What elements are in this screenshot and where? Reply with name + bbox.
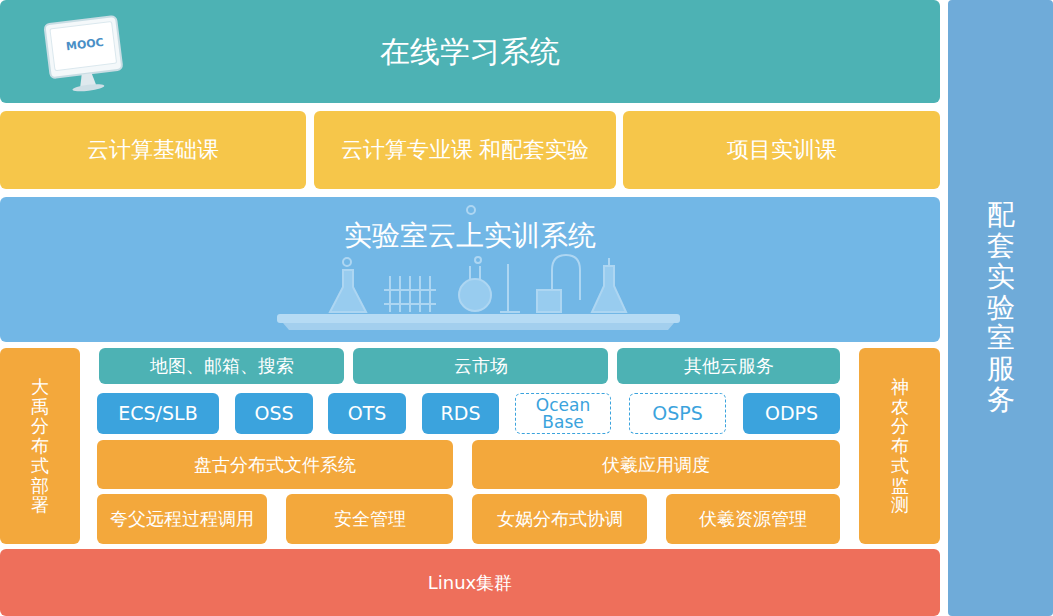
- lab-glassware-illustration-part: [343, 258, 351, 266]
- product-box-dashed: OSPS: [629, 393, 726, 434]
- lab-glassware-illustration-part: [459, 279, 491, 311]
- lab-glassware-illustration-part: [399, 276, 401, 312]
- lab-glassware-illustration-part: [500, 311, 520, 313]
- product-box: RDS: [422, 393, 499, 434]
- node-text: OSS: [254, 402, 293, 425]
- lab-glassware-illustration-part: [384, 303, 436, 305]
- lab-glassware-illustration-part: [419, 276, 421, 312]
- node-text: 伏羲应用调度: [602, 454, 710, 476]
- node-text: 伏羲资源管理: [699, 508, 807, 530]
- core-module-box: 女娲分布式协调: [472, 494, 647, 544]
- lab-table-illustration: [277, 314, 680, 330]
- course-box: 云计算专业课 和配套实验: [314, 111, 616, 189]
- node-text: 云市场: [454, 355, 508, 377]
- lab-glassware-illustration-part: [479, 266, 481, 280]
- product-box: OSS: [235, 393, 313, 434]
- course-box: 云计算基础课: [0, 111, 306, 189]
- node-text: 安全管理: [334, 508, 406, 530]
- lab-glassware-illustration-part: [384, 289, 436, 291]
- node-text: 云计算专业课 和配套实验: [341, 137, 590, 163]
- lab-table-illustration-part: [283, 323, 674, 330]
- node-text: ECS/SLB: [118, 402, 197, 425]
- lab-glassware-illustration-part: [330, 270, 366, 312]
- lab-service-column: 配套实验室服务: [948, 0, 1053, 616]
- node-text: 配套实验室服务: [987, 200, 1015, 416]
- node-text: 实验室云上实训系统: [344, 219, 596, 253]
- core-module-box: 伏羲资源管理: [666, 494, 840, 544]
- mooc-monitor-icon-part: [72, 83, 104, 93]
- node-text: OTS: [348, 402, 387, 425]
- node-text: 神农分布式监测: [891, 377, 909, 516]
- node-text: OSPS: [652, 402, 703, 425]
- core-module-box: 伏羲应用调度: [472, 440, 840, 489]
- lab-glassware-illustration-part: [592, 266, 626, 312]
- cluster-band: Linux集群: [0, 549, 940, 616]
- lab-system-band: 实验室云上实训系统: [0, 197, 940, 342]
- course-box: 项目实训课: [623, 111, 940, 189]
- node-text: 地图、邮箱、搜索: [150, 355, 294, 377]
- lab-glassware-illustration-part: [469, 266, 471, 280]
- node-text: 云计算基础课: [87, 137, 219, 163]
- node-text: ODPS: [765, 402, 818, 425]
- node-text: Linux集群: [428, 572, 513, 594]
- node-text: 夸父远程过程调用: [110, 508, 254, 530]
- monitor-column: 神农分布式监测: [859, 348, 940, 544]
- mooc-monitor-icon-part: [50, 21, 117, 70]
- product-box: ODPS: [743, 393, 840, 434]
- node-text: 其他云服务: [684, 355, 774, 377]
- node-text: 女娲分布式协调: [497, 508, 623, 530]
- node-text: Ocean Base: [520, 397, 606, 429]
- lab-glassware-illustration-part: [537, 290, 561, 312]
- product-box-dashed: Ocean Base: [515, 393, 611, 434]
- system-band: 在线学习系统: [0, 0, 940, 103]
- service-box: 地图、邮箱、搜索: [99, 348, 344, 384]
- lab-glassware-illustration-part: [429, 276, 431, 312]
- node-text: 盘古分布式文件系统: [194, 454, 356, 476]
- lab-glassware-illustration-part: [507, 264, 509, 312]
- core-module-box: 夸父远程过程调用: [97, 494, 267, 544]
- service-box: 云市场: [353, 348, 608, 384]
- node-text: RDS: [441, 402, 481, 425]
- lab-table-illustration-part: [277, 314, 680, 323]
- lab-glassware-illustration: [330, 206, 626, 312]
- mooc-monitor-icon: [44, 16, 124, 95]
- lab-glassware-illustration-part: [475, 257, 481, 263]
- product-box: ECS/SLB: [97, 393, 219, 434]
- lab-glassware-illustration-part: [552, 255, 580, 312]
- core-module-box: 盘古分布式文件系统: [97, 440, 453, 489]
- deploy-column: 大禹分布式部署: [0, 348, 80, 544]
- service-box: 其他云服务: [617, 348, 840, 384]
- node-text: 大禹分布式部署: [31, 377, 49, 516]
- node-text: 在线学习系统: [380, 34, 560, 70]
- mooc-monitor-icon-part: [79, 73, 96, 87]
- lab-glassware-illustration-part: [467, 206, 475, 214]
- lab-glassware-illustration-part: [409, 276, 411, 312]
- lab-glassware-illustration-part: [389, 276, 391, 312]
- product-box: OTS: [328, 393, 406, 434]
- lab-glassware-illustration-part: [608, 258, 610, 266]
- node-text: 项目实训课: [727, 137, 837, 163]
- mooc-monitor-icon-part: [44, 16, 122, 78]
- core-module-box: 安全管理: [286, 494, 453, 544]
